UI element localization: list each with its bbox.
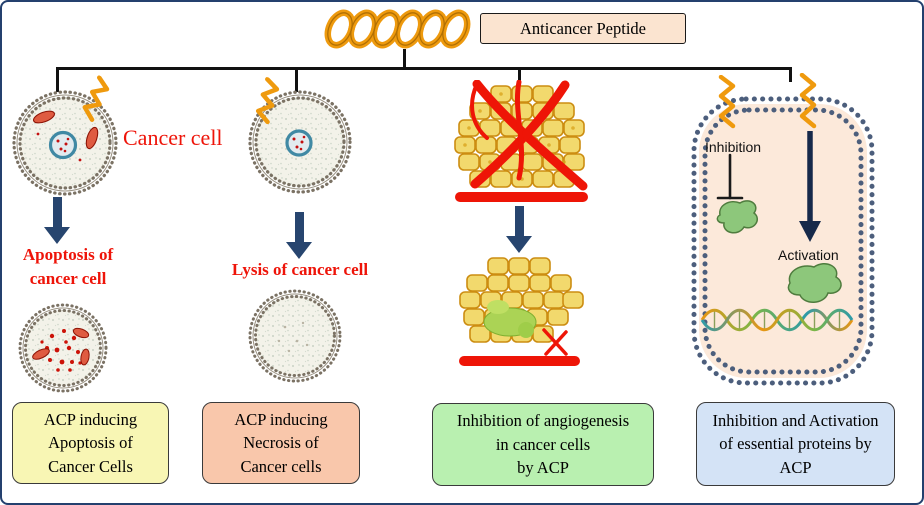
lysed-cell-icon [248,289,342,383]
arrow-shaft [52,197,62,228]
connector-drop-proteins [789,68,792,82]
connector-stem [403,49,406,69]
blood-vessels [470,80,588,191]
lysis-process-label: Lysis of cancer cell [231,260,369,279]
arrow-shaft [514,206,524,237]
cancer-cell-icon [12,90,118,196]
connector-drop-necrosis [295,68,298,92]
protein-blob-activated [787,263,842,303]
peptide-label: Anticancer Peptide [520,18,646,38]
caption-apoptosis: ACP inducing Apoptosis of Cancer Cells [12,402,169,484]
inhibition-tbar-icon [716,153,744,200]
dna-helix-icon [700,308,854,332]
peptide-label-box: Anticancer Peptide [480,13,686,44]
acp-peptide-marker-icon [82,75,110,122]
arrow-head [44,227,70,244]
acp-peptide-marker-icon [255,76,280,125]
down-arrow-angiogenesis [506,206,532,253]
tumor-cells [459,257,584,343]
caption-necrosis: ACP inducing Necrosis of Cancer cells [202,402,360,484]
apoptotic-blebs [32,327,90,366]
apoptosis-process-label: Apoptosis of cancer cell [22,245,114,288]
nucleus [48,130,78,160]
acp-peptide-marker-icon [799,73,817,129]
regressed-tissue [483,300,537,338]
connector-drop-apoptosis [56,68,59,92]
mitochondria [32,110,99,150]
cancer-cell-icon-2 [248,90,352,194]
intracellular-signaling-graphic [700,131,854,332]
arrow-head [506,236,532,253]
activation-label: Activation [778,247,839,263]
arrow-head [286,242,312,259]
tumor-without-vessels-icon [459,257,584,366]
activation-arrow-icon [799,131,821,242]
nucleus [285,129,313,157]
down-arrow-lysis [286,212,312,259]
acp-peptide-marker-icon [718,75,736,129]
vessel-base [455,192,588,202]
apoptotic-cell-icon [18,303,108,393]
down-arrow-apoptosis [44,197,70,244]
tumor-with-vessels-icon [454,80,588,202]
vessel-base [459,356,580,366]
inhibition-label: Inhibition [705,139,762,155]
caption-proteins: Inhibition and Activation of essential p… [696,402,895,486]
connector-horizontal [56,67,792,70]
anticancer-peptide-helix-icon [324,9,471,49]
caption-angiogenesis: Inhibition of angiogenesis in cancer cel… [432,403,654,486]
cancer-cell-label: Cancer cell [123,125,223,150]
regressed-vessels [542,328,568,356]
protein-blob-inhibited [716,200,758,234]
arrow-shaft [294,212,304,243]
